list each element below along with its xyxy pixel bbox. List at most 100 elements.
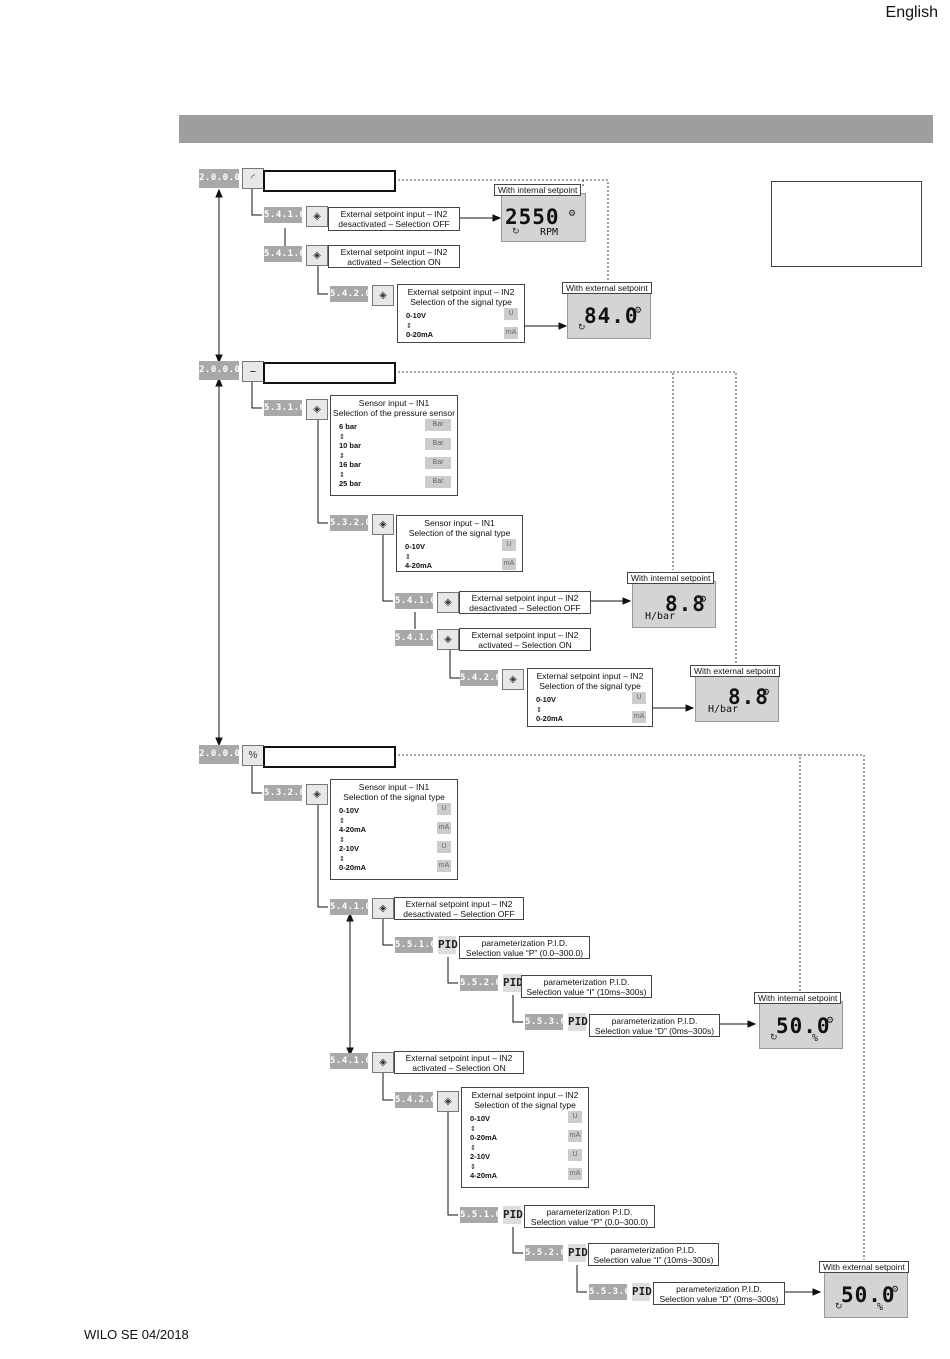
pid-i-icon: PID [568,1244,588,1262]
option-row: ⇕4-20mA mA [397,554,522,571]
updown-icon: ⇕ [405,554,411,561]
option-label: 0-20mA [536,714,564,723]
setting-icon: ◈ [437,629,459,650]
unit-badge: mA [632,711,646,723]
box-line: External setpoint input – IN2 [405,1053,513,1063]
box-line: Selection value “P” (0.0–300.0) [530,1217,649,1227]
rotation-icon: ↻ [578,322,586,332]
signal-type-box: External setpoint input – IN2 Selection … [461,1087,589,1188]
pid-d-box: parameterization P.I.D. Selection value … [653,1282,785,1305]
unit-badge: Bar [425,457,451,469]
option-label: 2-10V [470,1152,491,1161]
pid-d-icon: PID [632,1283,652,1301]
pid-p-box: parameterization P.I.D. Selection value … [459,936,590,959]
setting-icon: ◈ [306,245,328,266]
signal-type-box: Sensor input – IN1 Selection of the sign… [396,515,523,572]
option-label: 0-10V [406,311,427,320]
menu-code: 5.4.2.0 [460,670,501,686]
lcd-caption: With external setpoint [819,1261,909,1273]
box-line: External setpoint input – IN2 [471,593,579,603]
option-label: 0-20mA [339,863,367,872]
lcd-display: With external setpoint 84.0 ⚙ ↻ [562,282,652,339]
updown-icon: ⇕ [470,1164,476,1171]
box-line: parameterization P.I.D. [546,1207,633,1217]
box-line: Selection value “I” (10ms–300s) [526,987,647,997]
ext-setpoint-on-box: External setpoint input – IN2 activated … [394,1051,524,1074]
menu-code: 5.4.1.0 [395,593,436,609]
setting-icon: ◈ [437,1091,459,1112]
option-label: 0-10V [536,695,557,704]
lcd-value: 84.0 [584,304,639,328]
language-label: English [885,4,938,21]
setting-icon: ◈ [372,898,394,919]
option-label: 6 bar [339,422,357,431]
pressure-sensor-box: Sensor input – IN1 Selection of the pres… [330,395,458,496]
ext-setpoint-on-box: External setpoint input – IN2 activated … [328,245,460,268]
box-line: parameterization P.I.D. [611,1016,698,1026]
setting-icon: ◈ [306,399,328,420]
pid-p-icon: PID [438,936,458,954]
unit-badge: Bar [425,438,451,450]
lcd-display: With external setpoint 50.0 % ⚙ ↻ [819,1261,909,1318]
box-line: desactivated – Selection OFF [338,219,450,229]
lcd-value: 8.8 [665,592,706,616]
updown-icon: ⇕ [339,856,345,863]
unit-badge: U [568,1149,582,1161]
box-line: Sensor input – IN1 [424,518,495,528]
box-line: activated – Selection ON [412,1063,506,1073]
lcd-display: With internal setpoint 2550 RPM ⚙ ↻ [494,184,586,242]
pump-icon: ⚙ [826,1015,835,1025]
updown-icon: ⇕ [339,472,345,479]
box-line: External setpoint input – IN2 [471,630,579,640]
pid-i-box: parameterization P.I.D. Selection value … [521,975,652,998]
option-label: 0-10V [470,1114,491,1123]
unit-badge: mA [504,327,518,339]
pump-icon: ⚙ [699,594,708,604]
menu-code: 5.4.1.0 [330,1053,371,1069]
updown-icon: ⇕ [339,837,345,844]
unit-badge: mA [568,1168,582,1180]
setting-icon: ◈ [372,514,394,535]
lcd-caption: With external setpoint [690,665,780,677]
lcd-caption: With external setpoint [562,282,652,294]
rotation-icon: ↻ [512,226,520,236]
setting-icon: ◈ [306,206,328,227]
unit-badge: mA [437,822,451,834]
option-label: 4-20mA [470,1171,498,1180]
updown-icon: ⇕ [406,323,412,330]
signal-type-box: Sensor input – IN1 Selection of the sign… [330,779,458,880]
option-label: 0-10V [405,542,426,551]
updown-icon: ⇕ [470,1126,476,1133]
menu-code: 5.4.2.0 [330,286,371,302]
menu-code: 5.3.1.0 [264,400,305,416]
pid-i-box: parameterization P.I.D. Selection value … [588,1243,719,1266]
box-line: Selection of the signal type [539,681,641,691]
updown-icon: ⇕ [339,434,345,441]
box-line: parameterization P.I.D. [676,1284,762,1294]
box-line: External setpoint input – IN2 [536,671,644,681]
lcd-caption: With internal setpoint [754,992,842,1004]
lcd-unit: H/bar [645,611,676,622]
pump-icon: ⚙ [762,687,771,697]
signal-type-box: External setpoint input – IN2 Selection … [527,668,653,727]
lcd-unit: % [877,1302,884,1313]
menu-code: 5.5.2.0 [460,975,501,991]
pump-icon: ⚙ [568,208,577,218]
option-label: 4-20mA [405,561,433,570]
menu-code: 2.0.0.0 [199,361,240,380]
option-label: 4-20mA [339,825,367,834]
menu-code: 5.4.1.0 [264,207,305,223]
ext-setpoint-off-box: External setpoint input – IN2 desactivat… [394,897,524,920]
pump-icon: ⚙ [891,1284,900,1294]
unit-badge: mA [502,558,516,570]
menu-code: 5.5.3.0 [589,1284,630,1300]
box-line: Sensor input – IN1 [358,782,430,792]
setting-icon: ◈ [372,285,394,306]
